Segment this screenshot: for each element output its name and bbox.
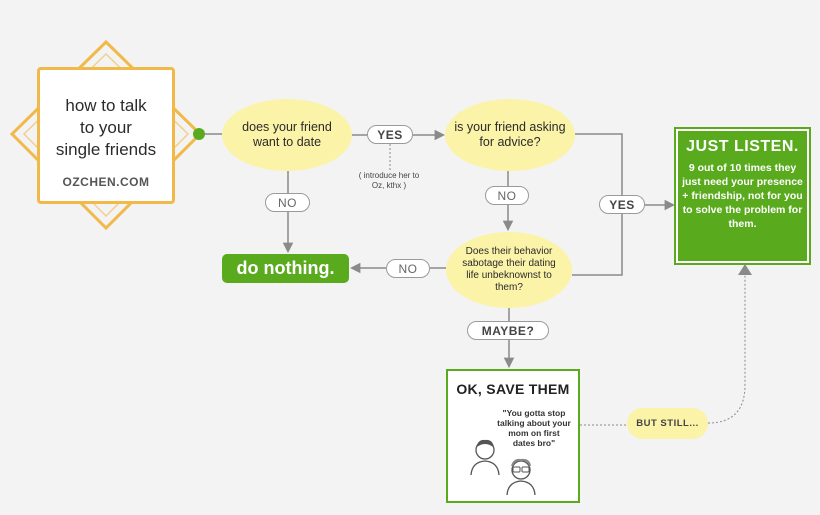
save-them-quote: "You gotta stop talking about your mom o… bbox=[497, 408, 571, 448]
title-card: how to talk to your single friends OZCHE… bbox=[37, 67, 175, 204]
outcome-just-listen: JUST LISTEN. 9 out of 10 times they just… bbox=[674, 127, 811, 265]
title-line-1: how to talk bbox=[65, 96, 147, 115]
no-label-date: NO bbox=[265, 193, 310, 212]
start-dot bbox=[193, 128, 205, 140]
intro-note: ( introduce her to Oz, kthx ) bbox=[358, 171, 420, 190]
oz-avatar-icon bbox=[506, 458, 536, 495]
outcome-save-them: OK, SAVE THEM "You gotta stop talking ab… bbox=[446, 369, 580, 503]
title-line-2: to your bbox=[80, 118, 132, 137]
just-listen-text: 9 out of 10 times they just need your pr… bbox=[682, 162, 803, 230]
title-line-3: single friends bbox=[55, 140, 157, 159]
site-name: OZCHEN.COM bbox=[62, 175, 150, 189]
yes-label-date: YES bbox=[367, 125, 413, 144]
maybe-label: MAYBE? bbox=[467, 321, 549, 340]
question-asking-advice: is your friend asking for advice? bbox=[445, 99, 575, 171]
friend-avatar-icon bbox=[470, 439, 500, 475]
just-listen-title: JUST LISTEN. bbox=[686, 138, 799, 155]
yes-label-listen: YES bbox=[599, 195, 645, 214]
question-sabotage: Does their behavior sabotage their datin… bbox=[446, 232, 572, 308]
question-want-to-date: does your friend want to date bbox=[222, 99, 352, 171]
title-text: how to talk to your single friends bbox=[40, 95, 172, 161]
outcome-do-nothing: do nothing. bbox=[222, 254, 349, 283]
but-still-label: BUT STILL... bbox=[627, 408, 708, 439]
no-label-advice: NO bbox=[485, 186, 529, 205]
save-them-title: OK, SAVE THEM bbox=[456, 381, 570, 397]
no-label-sabotage: NO bbox=[386, 259, 430, 278]
